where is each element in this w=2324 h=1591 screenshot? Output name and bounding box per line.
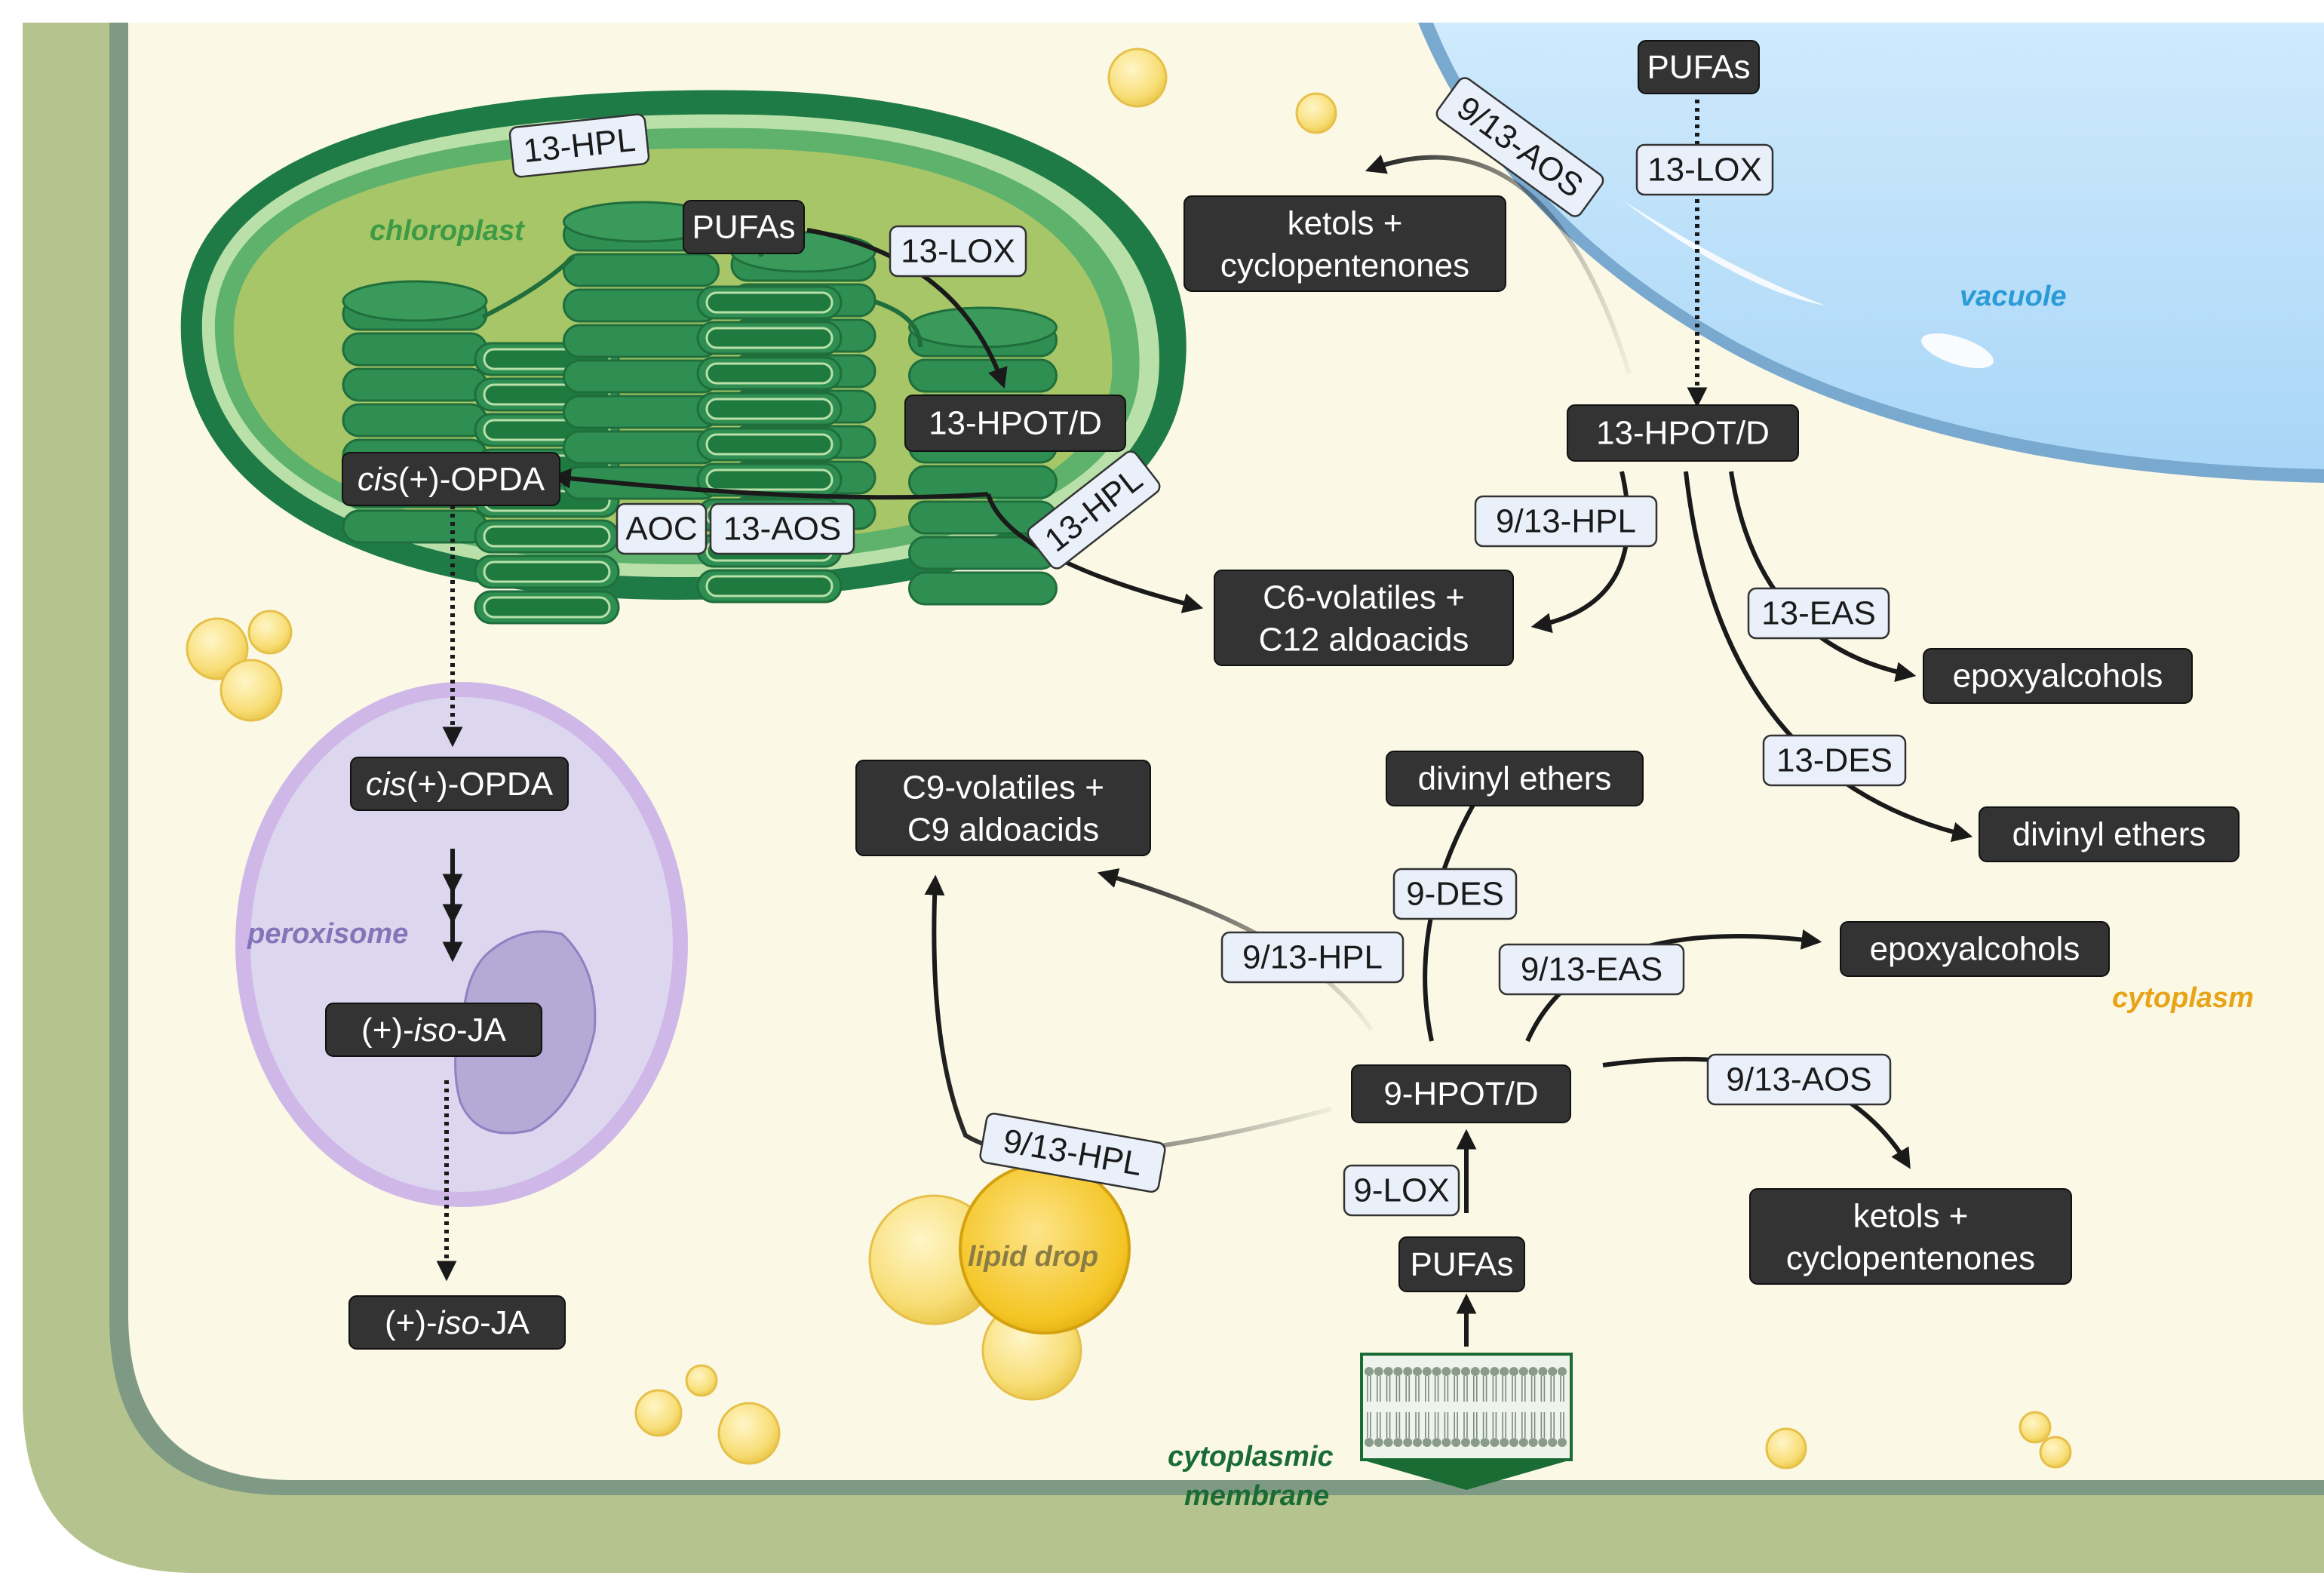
svg-text:9/13-HPL: 9/13-HPL bbox=[1496, 503, 1636, 540]
svg-text:13-HPOT/D: 13-HPOT/D bbox=[929, 405, 1102, 442]
metabolite-13hpotd-vacuole: 13-HPOT/D bbox=[1567, 404, 1799, 462]
svg-text:9-DES: 9-DES bbox=[1406, 876, 1504, 913]
metabolite-c6-volatiles: C6-volatiles + C12 aldoacids bbox=[1214, 570, 1514, 666]
region-label-vacuole: vacuole bbox=[1960, 281, 2067, 312]
enzyme-13-lox-vacuole: 13-LOX bbox=[1635, 143, 1774, 196]
metabolite-opda-peroxisome: cis(+)-OPDA bbox=[350, 757, 569, 811]
region-label-membrane-1: cytoplasmic bbox=[1168, 1441, 1334, 1473]
svg-text:(+)-iso-JA: (+)-iso-JA bbox=[385, 1304, 530, 1341]
svg-text:C12 aldoacids: C12 aldoacids bbox=[1259, 622, 1469, 659]
arrow-13hpotd-to-divinyl bbox=[1684, 471, 1973, 843]
enzyme-13-eas: 13-EAS bbox=[1747, 587, 1890, 640]
svg-text:C6-volatiles +: C6-volatiles + bbox=[1263, 579, 1465, 616]
enzyme-9-13-aos-cytoplasm: 9/13-AOS bbox=[1706, 1053, 1892, 1106]
svg-text:cyclopentenones: cyclopentenones bbox=[1786, 1240, 2035, 1277]
svg-text:PUFAs: PUFAs bbox=[1647, 49, 1751, 86]
svg-text:13-LOX: 13-LOX bbox=[1647, 152, 1762, 189]
svg-text:(+)-iso-JA: (+)-iso-JA bbox=[361, 1012, 507, 1049]
metabolite-pufas-vacuole: PUFAs bbox=[1638, 40, 1760, 94]
svg-text:9/13-AOS: 9/13-AOS bbox=[1726, 1061, 1871, 1098]
svg-text:13-AOS: 13-AOS bbox=[723, 511, 842, 548]
metabolite-ketols-cytoplasm: ketols + cyclopentenones bbox=[1749, 1188, 2072, 1285]
metabolite-opda-chloroplast: cis(+)-OPDA bbox=[342, 452, 560, 506]
svg-text:cis(+)-OPDA: cis(+)-OPDA bbox=[358, 461, 545, 498]
svg-text:epoxyalcohols: epoxyalcohols bbox=[1870, 931, 2080, 968]
svg-text:AOC: AOC bbox=[625, 511, 697, 548]
enzyme-9-13-eas: 9/13-EAS bbox=[1498, 943, 1685, 996]
region-label-membrane-2: membrane bbox=[1184, 1480, 1329, 1512]
metabolite-ketols-vacuole: ketols + cyclopentenones bbox=[1183, 195, 1506, 292]
lipid-droplets bbox=[186, 48, 2072, 1470]
metabolite-divinyl-ethers-13: divinyl ethers bbox=[1979, 806, 2240, 862]
region-label-cytoplasm: cytoplasm bbox=[2112, 982, 2254, 1014]
vacuole bbox=[1418, 23, 2324, 483]
enzyme-9-lox: 9-LOX bbox=[1343, 1164, 1460, 1217]
metabolite-iso-ja-out: (+)-iso-JA bbox=[348, 1295, 566, 1350]
enzyme-9-13-hpl-vacuole: 9/13-HPL bbox=[1474, 495, 1658, 548]
svg-text:9-HPOT/D: 9-HPOT/D bbox=[1383, 1076, 1538, 1113]
enzyme-13-hpl-top: 13-HPL bbox=[508, 113, 650, 178]
svg-text:9/13-HPL: 9/13-HPL bbox=[1242, 939, 1383, 976]
metabolite-13hpotd-chloroplast: 13-HPOT/D bbox=[904, 395, 1126, 452]
svg-text:C9-volatiles +: C9-volatiles + bbox=[902, 769, 1104, 806]
thylakoid-grana bbox=[342, 201, 1058, 625]
membrane-icon bbox=[1360, 1353, 1573, 1490]
enzyme-13-des: 13-DES bbox=[1762, 734, 1907, 787]
granum-stack bbox=[908, 306, 1058, 606]
svg-text:divinyl ethers: divinyl ethers bbox=[2012, 816, 2206, 853]
svg-text:divinyl ethers: divinyl ethers bbox=[1418, 760, 1612, 797]
svg-text:epoxyalcohols: epoxyalcohols bbox=[1953, 658, 2163, 695]
metabolite-c9-volatiles: C9-volatiles + C9 aldoacids bbox=[855, 760, 1151, 856]
svg-text:ketols +: ketols + bbox=[1288, 205, 1403, 242]
metabolite-epoxyalcohols-9: epoxyalcohols bbox=[1840, 921, 2110, 977]
metabolite-pufas-chloroplast: PUFAs bbox=[683, 200, 805, 254]
lipid-drop bbox=[868, 1163, 1131, 1401]
arrow-9hpotd-to-c9-lower bbox=[924, 874, 1332, 1157]
svg-text:ketols +: ketols + bbox=[1853, 1198, 1969, 1235]
metabolite-epoxyalcohols-13: epoxyalcohols bbox=[1923, 648, 2193, 704]
svg-text:PUFAs: PUFAs bbox=[692, 209, 796, 246]
granum-stack bbox=[696, 285, 843, 604]
region-label-lipid-drop: lipid drop bbox=[968, 1241, 1098, 1273]
svg-text:13-LOX: 13-LOX bbox=[901, 233, 1015, 270]
region-label-peroxisome: peroxisome bbox=[247, 918, 408, 950]
svg-text:C9 aldoacids: C9 aldoacids bbox=[907, 812, 1099, 849]
svg-text:13-DES: 13-DES bbox=[1776, 742, 1893, 779]
enzyme-9-13-hpl-cyto-upper: 9/13-HPL bbox=[1220, 931, 1405, 984]
svg-text:9-LOX: 9-LOX bbox=[1353, 1172, 1449, 1209]
metabolite-pufas-cytoplasm: PUFAs bbox=[1398, 1236, 1525, 1292]
arrow-13hpotd-to-opda bbox=[550, 468, 989, 500]
enzyme-aoc: AOC bbox=[616, 502, 708, 555]
enzyme-13-aos-chloroplast: 13-AOS bbox=[709, 502, 855, 555]
enzyme-9-des: 9-DES bbox=[1392, 868, 1518, 920]
metabolite-iso-ja-peroxisome: (+)-iso-JA bbox=[325, 1003, 542, 1057]
svg-text:cis(+)-OPDA: cis(+)-OPDA bbox=[366, 766, 554, 803]
svg-text:13-EAS: 13-EAS bbox=[1761, 595, 1876, 632]
svg-text:13-HPOT/D: 13-HPOT/D bbox=[1596, 415, 1770, 452]
metabolite-divinyl-ethers-9: divinyl ethers bbox=[1386, 751, 1644, 806]
svg-text:PUFAs: PUFAs bbox=[1411, 1246, 1514, 1283]
svg-text:9/13-EAS: 9/13-EAS bbox=[1521, 951, 1662, 988]
arrow-pufas-to-13hpotd-chloro bbox=[806, 228, 1008, 389]
enzyme-13-lox-chloroplast: 13-LOX bbox=[889, 225, 1027, 278]
svg-text:cyclopentenones: cyclopentenones bbox=[1220, 247, 1469, 284]
region-label-chloroplast: chloroplast bbox=[370, 215, 525, 247]
granum-stack bbox=[563, 201, 720, 500]
arrow-13hpotd-to-ketols bbox=[1365, 154, 1632, 374]
metabolite-9hpotd: 9-HPOT/D bbox=[1351, 1064, 1571, 1123]
